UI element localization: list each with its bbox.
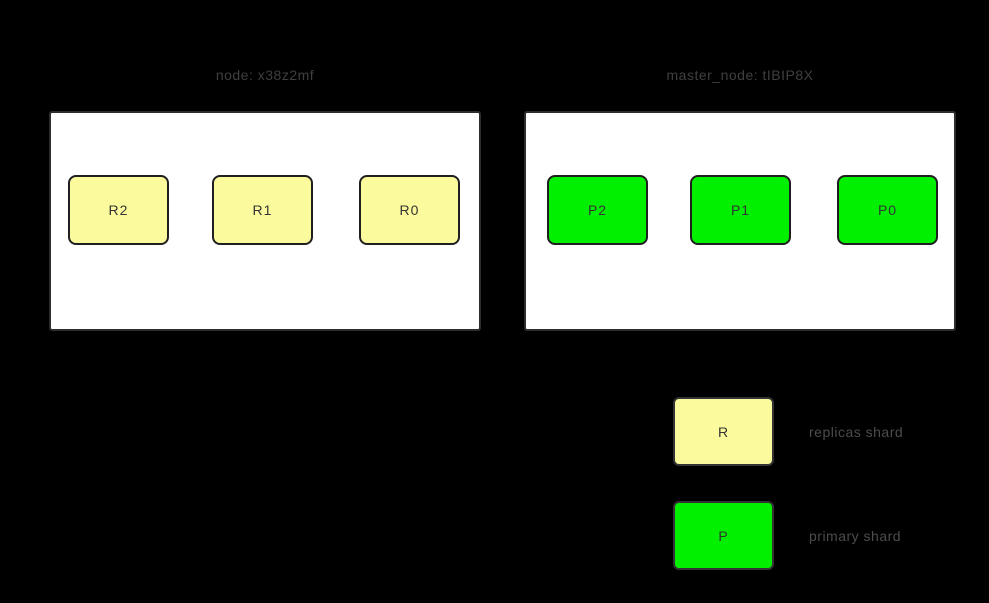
legend-swatch-primary: P: [673, 501, 774, 570]
shard-box-r0: R0: [359, 175, 460, 245]
master-node-title: master_node: tIBIP8X: [666, 67, 814, 83]
shard-box-p1: P1: [690, 175, 791, 245]
shard-box-p0: P0: [837, 175, 938, 245]
master-node-container: P2 P1 P0: [524, 111, 956, 331]
legend-label-replica: replicas shard: [809, 423, 904, 440]
node-title: node: x38z2mf: [215, 67, 315, 83]
legend-label-primary: primary shard: [809, 527, 902, 544]
shard-box-r2: R2: [68, 175, 169, 245]
node-container: R2 R1 R0: [49, 111, 481, 331]
shard-box-p2: P2: [547, 175, 648, 245]
shard-box-r1: R1: [212, 175, 313, 245]
legend-swatch-replica: R: [673, 397, 774, 466]
